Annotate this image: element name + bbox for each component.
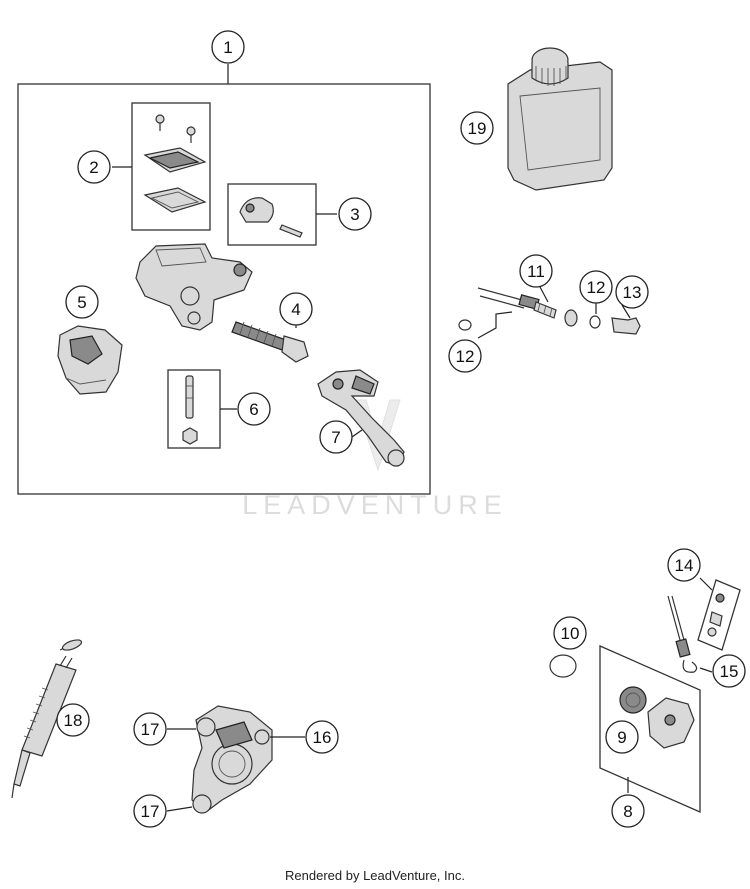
grease-syringe <box>11 639 83 799</box>
caliper-piston-kit <box>619 686 695 749</box>
svg-text:10: 10 <box>561 624 580 643</box>
svg-text:9: 9 <box>617 728 626 747</box>
footer-credit: Rendered by LeadVenture, Inc. <box>285 868 465 883</box>
callout-18: 18 <box>56 703 90 737</box>
callout-7: 7 <box>319 420 353 454</box>
callout-12-left: 12 <box>448 339 482 373</box>
pivot-pin-kit <box>182 375 198 445</box>
callout-1: 1 <box>211 30 245 64</box>
svg-text:13: 13 <box>623 283 642 302</box>
callout-13: 13 <box>615 275 649 309</box>
callout-6: 6 <box>237 392 271 426</box>
callout-4: 4 <box>279 292 313 326</box>
callout-19: 19 <box>460 111 494 145</box>
callout-9: 9 <box>605 720 639 754</box>
callout-5: 5 <box>65 285 99 319</box>
callout-2: 2 <box>77 150 111 184</box>
svg-text:19: 19 <box>468 119 487 138</box>
brake-line-fittings <box>458 286 641 339</box>
callout-17-bottom: 17 <box>133 794 167 828</box>
svg-text:4: 4 <box>291 300 300 319</box>
svg-text:6: 6 <box>249 400 258 419</box>
svg-text:5: 5 <box>77 293 86 312</box>
bleeder-kit <box>667 577 741 673</box>
hand-brake-lever <box>317 369 405 467</box>
callout-12-right: 12 <box>579 270 613 304</box>
watermark: LEADVENTURE <box>242 399 508 520</box>
callout-17-top: 17 <box>133 712 167 746</box>
svg-text:12: 12 <box>587 278 606 297</box>
callout-8: 8 <box>611 794 645 828</box>
assembly-1-frame <box>17 83 431 495</box>
svg-text:12: 12 <box>456 347 475 366</box>
watermark-text: LEADVENTURE <box>242 490 508 520</box>
svg-text:11: 11 <box>527 262 545 281</box>
callout-15: 15 <box>712 654 746 688</box>
svg-text:14: 14 <box>675 556 694 575</box>
master-cylinder-body <box>135 243 253 331</box>
svg-text:1: 1 <box>223 38 232 57</box>
piston-kit <box>231 309 309 363</box>
callout-16: 16 <box>305 720 339 754</box>
svg-text:8: 8 <box>623 802 632 821</box>
svg-text:3: 3 <box>350 205 359 224</box>
svg-text:18: 18 <box>64 711 83 730</box>
reservoir-cover-kit <box>143 114 207 213</box>
caliper-kit-frame <box>599 645 701 813</box>
svg-text:16: 16 <box>313 728 332 747</box>
callout-14: 14 <box>667 548 701 582</box>
brake-caliper <box>166 705 305 814</box>
handlebar-clamp <box>239 197 303 238</box>
callout-10: 10 <box>553 616 587 650</box>
brake-fluid-bottle <box>507 47 613 191</box>
svg-text:2: 2 <box>89 158 98 177</box>
callout-11: 11 <box>519 254 553 288</box>
svg-text:15: 15 <box>720 662 739 681</box>
svg-text:7: 7 <box>331 428 340 447</box>
svg-text:17: 17 <box>141 720 160 739</box>
protective-cover <box>57 325 123 395</box>
o-ring-10 <box>549 654 577 678</box>
callout-3: 3 <box>338 197 372 231</box>
svg-text:17: 17 <box>141 802 160 821</box>
